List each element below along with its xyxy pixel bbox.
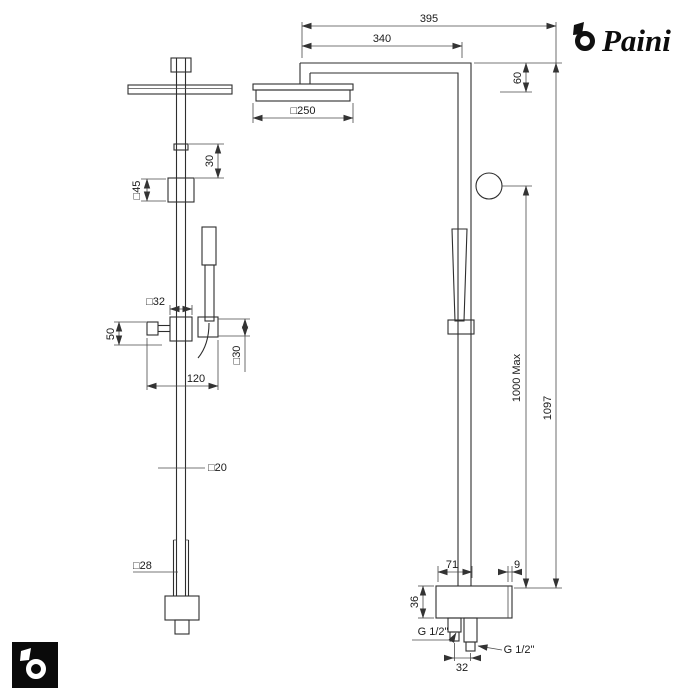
side-valve-body bbox=[435, 585, 513, 652]
collar bbox=[173, 143, 189, 151]
dim-slider-height-label: 50 bbox=[105, 328, 117, 340]
dim-valve-height: 36 bbox=[409, 585, 434, 619]
side-column-outline bbox=[252, 62, 503, 586]
outlet-stub-right bbox=[463, 617, 478, 643]
wall-flange bbox=[475, 172, 503, 200]
shower-head-plate bbox=[252, 83, 354, 91]
side-holder bbox=[447, 319, 475, 335]
label-connection-right: G 1/2" bbox=[477, 644, 535, 656]
dim-adjustable-height: 1000 Max bbox=[502, 185, 562, 589]
wall-flange-block bbox=[167, 177, 195, 203]
dim-wall-offset: 9 bbox=[498, 559, 522, 582]
locking-knob bbox=[146, 321, 159, 336]
dim-overall-height-label: 1097 bbox=[542, 396, 554, 420]
base-escutcheon bbox=[164, 595, 200, 621]
brand-logo: Paini bbox=[573, 22, 671, 58]
dim-slider-square: □32 bbox=[146, 296, 193, 315]
shower-head-spray-face bbox=[255, 89, 351, 102]
dim-head-square: □250 bbox=[252, 103, 354, 123]
dim-bracket-length: 120 bbox=[146, 338, 219, 390]
dim-overall-height: 1097 bbox=[542, 62, 560, 589]
hand-shower-holder bbox=[197, 316, 219, 338]
dim-valve-width: 71 bbox=[437, 559, 473, 582]
dim-head-square-label: □250 bbox=[291, 105, 316, 117]
base-stub bbox=[174, 619, 190, 635]
dim-flange-depth-label: 30 bbox=[204, 155, 216, 167]
dim-slider-square-label: □32 bbox=[146, 296, 165, 308]
outlet-cap-right bbox=[465, 641, 476, 652]
dim-outlet-spacing: 32 bbox=[444, 643, 481, 674]
paini-badge-icon bbox=[20, 648, 46, 679]
side-view: 395 340 □250 60 1000 Max bbox=[252, 13, 562, 674]
dim-arm-reach-label: 340 bbox=[373, 33, 391, 45]
shower-head-edge bbox=[127, 84, 233, 95]
side-hand-shower bbox=[447, 228, 475, 335]
dim-column-square-label: □20 bbox=[208, 462, 227, 474]
dim-head-drop-label: 60 bbox=[512, 72, 524, 84]
dim-adjustable-height-label: 1000 Max bbox=[511, 353, 523, 402]
label-connection-left-text: G 1/2" bbox=[418, 626, 449, 638]
dim-valve-height-label: 36 bbox=[409, 596, 421, 608]
dim-flange-square: □45 bbox=[131, 178, 166, 202]
brand-name: Paini bbox=[601, 23, 671, 58]
dim-lower-column-square-label: □28 bbox=[133, 560, 152, 572]
dim-head-drop: 60 bbox=[474, 62, 562, 93]
slider-block bbox=[169, 316, 193, 342]
dim-overall-reach-label: 395 bbox=[420, 13, 438, 25]
dim-column-square: □20 bbox=[158, 462, 227, 474]
outlet-stub-left bbox=[447, 617, 462, 633]
paini-logo-icon bbox=[573, 22, 595, 51]
top-nut bbox=[170, 57, 192, 73]
label-connection-right-text: G 1/2" bbox=[504, 644, 535, 656]
dim-arm-reach: 340 bbox=[301, 33, 463, 58]
front-hand-shower bbox=[197, 226, 217, 359]
dim-outlet-spacing-label: 32 bbox=[456, 662, 468, 674]
dim-valve-width-label: 71 bbox=[446, 559, 458, 571]
dim-slider-height: 50 bbox=[105, 321, 162, 346]
dim-lower-column-square: □28 bbox=[133, 560, 178, 573]
badge-background bbox=[12, 642, 58, 688]
dim-flange-square-label: □45 bbox=[131, 181, 143, 200]
front-column-outline bbox=[127, 57, 233, 635]
dim-wall-offset-label: 9 bbox=[514, 559, 520, 571]
dim-holder-square-label: □30 bbox=[231, 346, 243, 365]
dim-overall-reach: 395 bbox=[301, 13, 557, 63]
dim-bracket-length-label: 120 bbox=[187, 373, 205, 385]
label-connection-left: G 1/2" bbox=[412, 626, 457, 643]
dim-holder-square: □30 bbox=[218, 318, 250, 372]
dim-flange-depth: 30 bbox=[189, 143, 224, 179]
front-view: □45 30 □32 50 120 bbox=[105, 57, 250, 635]
footer-logo-badge bbox=[12, 642, 58, 688]
front-slider-assembly bbox=[146, 316, 219, 342]
